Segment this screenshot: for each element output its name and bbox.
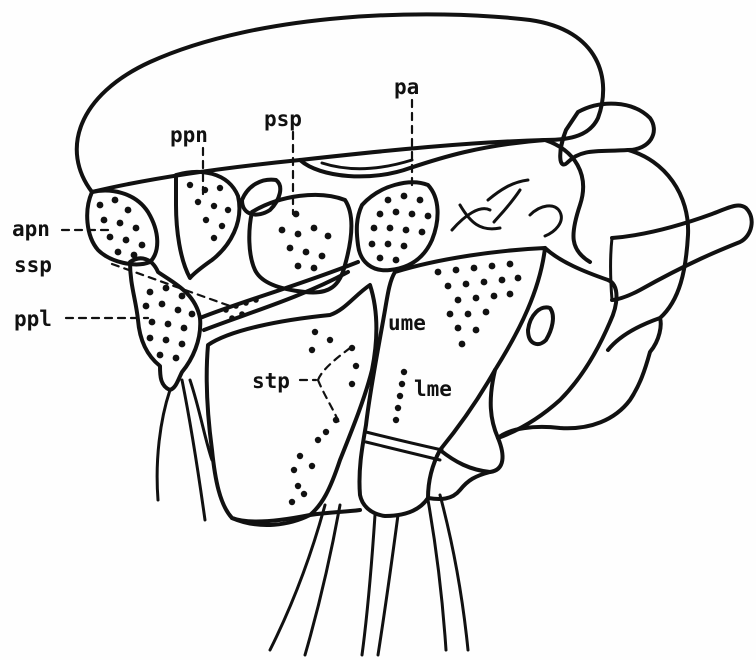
label-ppn: ppn	[170, 123, 208, 147]
coxa-tip	[428, 472, 490, 499]
abdomen-edge	[611, 238, 613, 300]
scutum-outline	[77, 14, 603, 192]
label-psp: psp	[264, 107, 302, 131]
label-ssp: ssp	[14, 253, 52, 277]
spiracle-loop	[242, 180, 280, 215]
leader-ssp	[112, 264, 230, 306]
label-lme: lme	[414, 377, 452, 401]
scutellum-inner	[322, 160, 412, 169]
wing-base-squiggle-1	[452, 205, 500, 230]
wing-base-squiggle-3	[530, 206, 561, 236]
label-stp: stp	[252, 369, 290, 393]
hind-leg	[428, 495, 468, 650]
suture-line-2	[366, 442, 440, 460]
bristle-dots	[97, 182, 522, 505]
mid-leg-2	[362, 515, 398, 655]
label-ume: ume	[388, 311, 426, 335]
metapleuron-oval	[528, 307, 553, 344]
label-pa: pa	[394, 75, 419, 99]
fore-leg-1	[157, 380, 205, 520]
mesepimeron	[359, 248, 545, 516]
mid-leg-1	[270, 505, 340, 655]
label-ppl: ppl	[14, 307, 52, 331]
scutellum-outline	[300, 140, 545, 176]
suture-line-1	[366, 432, 442, 450]
posterior-pronotum	[176, 172, 239, 278]
label-apn: apn	[12, 217, 50, 241]
wing-base-squiggle-2	[488, 180, 528, 222]
leader-stp	[300, 348, 350, 425]
postnotum-outline	[545, 140, 590, 262]
coxa-lower	[440, 438, 503, 472]
anterior-pronotum	[87, 191, 157, 265]
